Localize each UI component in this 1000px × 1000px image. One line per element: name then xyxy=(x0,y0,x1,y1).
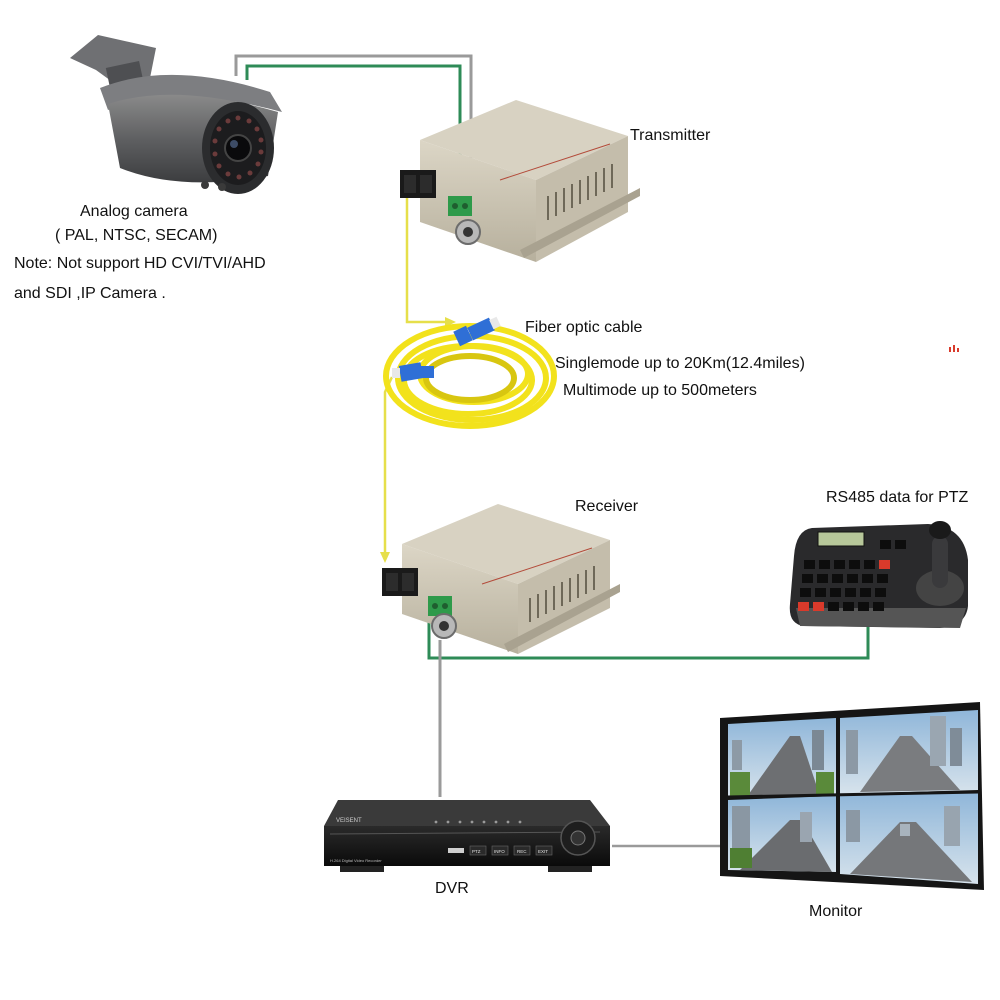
receiver-label: Receiver xyxy=(575,498,639,515)
dvr-button-exit: EXIT xyxy=(538,849,548,854)
monitor-screen-quad-2 xyxy=(840,710,978,794)
monitor-label: Monitor xyxy=(809,903,863,920)
receiver-vents xyxy=(529,566,595,622)
camera-sunshield xyxy=(100,74,282,112)
fiber-connector-2 xyxy=(392,362,434,382)
receiver-device xyxy=(382,504,620,654)
ptz-keyboard xyxy=(789,521,968,628)
monitor-screen-quad-3 xyxy=(728,796,836,872)
dvr-button-ptz: PTZ xyxy=(472,849,481,854)
fiber-connector-1 xyxy=(453,316,501,347)
keyboard-lcd xyxy=(817,531,865,547)
ptz-label: RS485 data for PTZ xyxy=(826,489,969,506)
transmitter-vents xyxy=(547,164,613,220)
dvr-button-info: INFO xyxy=(494,849,505,854)
dvr-device: VEISENT H.264 Digital Video Recorder PTZ… xyxy=(324,800,610,872)
monitor-device xyxy=(720,702,984,890)
fiber-arrow-head-1 xyxy=(445,317,456,327)
corner-mark xyxy=(949,345,959,352)
dvr-front-buttons: PTZ INFO REC EXIT xyxy=(469,845,553,856)
camera-note-label-2: and SDI ,IP Camera . xyxy=(14,285,166,302)
ptz-data-cable xyxy=(427,610,870,660)
dvr-button-rec: REC xyxy=(517,849,527,854)
receiver-fiber-cable xyxy=(383,376,394,555)
receiver-terminal-block xyxy=(428,596,452,616)
transmitter-top xyxy=(420,100,628,180)
dvr-usb-port xyxy=(448,848,464,853)
camera-ir-leds xyxy=(212,115,264,180)
receiver-front xyxy=(402,544,518,654)
transmitter-front xyxy=(420,140,536,262)
joystick-stick xyxy=(932,536,948,588)
monitor-screen-quad-4 xyxy=(840,792,978,884)
fiber-arrow-head-2 xyxy=(380,552,390,563)
camera-note-label: Note: Not support HD CVI/TVI/AHD xyxy=(14,255,266,272)
dvr-top xyxy=(324,800,610,826)
fiber-singlemode-label: Singlemode up to 20Km(12.4miles) xyxy=(555,355,805,372)
transmitter-terminal-block xyxy=(448,196,472,216)
monitor-screen-quad-1 xyxy=(728,718,836,798)
fiber-multimode-label: Multimode up to 500meters xyxy=(563,382,757,399)
camera-formats-label: ( PAL, NTSC, SECAM) xyxy=(55,227,218,244)
camera-title-label: Analog camera xyxy=(80,203,188,220)
dvr-label: DVR xyxy=(435,880,469,897)
dvr-led-row xyxy=(434,820,522,824)
receiver-top xyxy=(402,504,610,584)
transmitter-label: Transmitter xyxy=(630,127,711,144)
dvr-subtitle: H.264 Digital Video Recorder xyxy=(330,858,382,863)
transmitter-fiber-cable xyxy=(405,196,452,324)
camera-lens xyxy=(224,134,252,162)
keyboard-keys xyxy=(798,540,906,611)
dvr-brand: VEISENT xyxy=(336,818,362,824)
transmitter-device xyxy=(400,100,640,262)
analog-camera xyxy=(70,35,282,194)
fiber-cable-label: Fiber optic cable xyxy=(525,319,643,336)
